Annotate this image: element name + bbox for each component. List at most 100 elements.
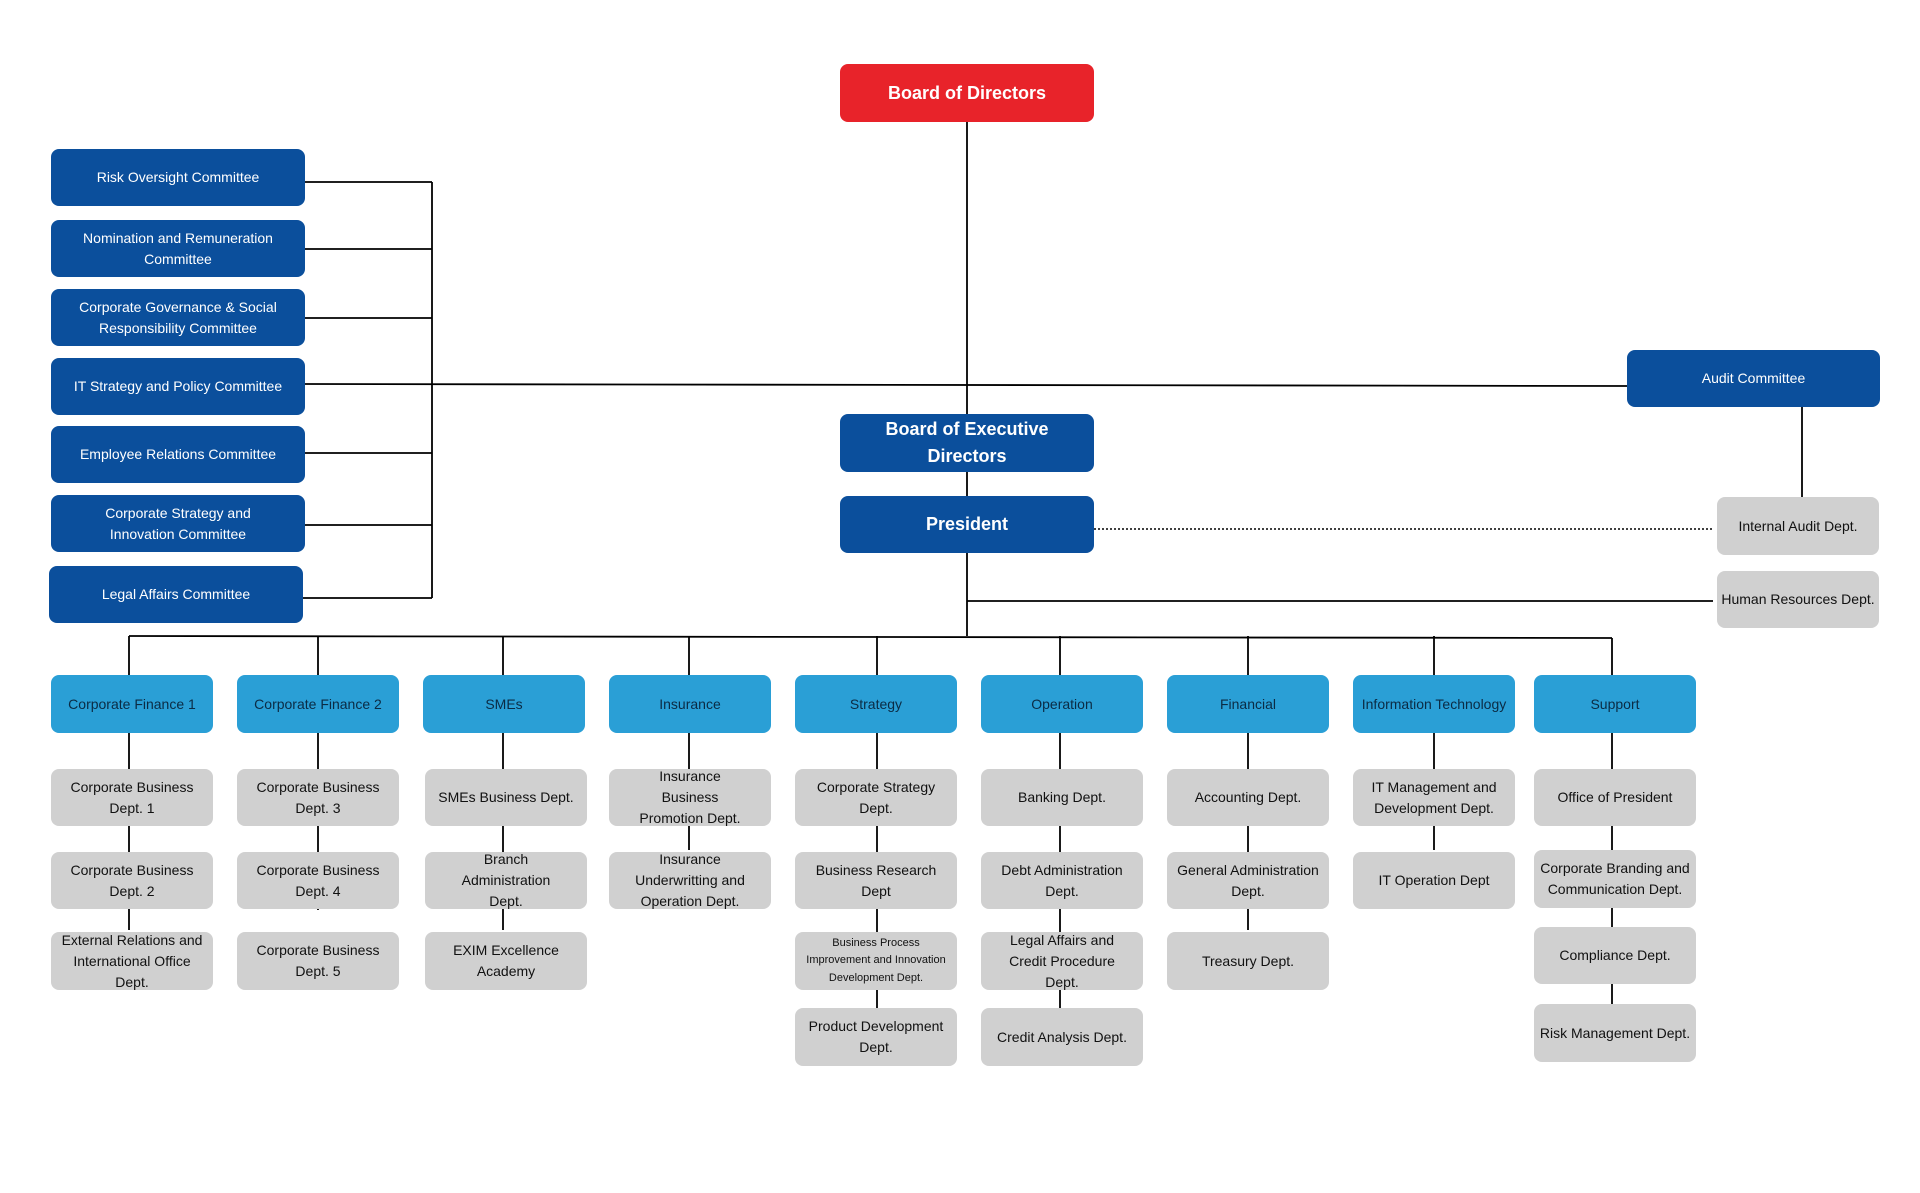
dept-label: Compliance Dept. <box>1559 947 1671 963</box>
dept-box: Banking Dept. <box>981 769 1143 826</box>
dept-box: Business Process Improvement and Innovat… <box>795 932 957 990</box>
dept-box: Product Development Dept. <box>795 1008 957 1066</box>
committee-risk-oversight: Risk Oversight Committee <box>51 149 305 206</box>
dept-label: Internal Audit Dept. <box>1738 517 1858 534</box>
group-label: Strategy <box>849 695 903 712</box>
dept-label: Accounting Dept. <box>1194 789 1302 805</box>
dept-box: Insurance Underwritting and Operation De… <box>609 851 771 909</box>
dept-label: Risk Management Dept. <box>1539 1024 1691 1041</box>
group-corporate-finance-2: Corporate Finance 2 <box>237 675 399 733</box>
committee-label: Corporate Strategy and Innovation Commit… <box>105 504 251 542</box>
dept-label: Treasury Dept. <box>1201 952 1295 969</box>
group-operation: Operation <box>981 675 1143 733</box>
dept-label: IT Management and Development Dept. <box>1371 778 1497 816</box>
dept-label: Branch Administration Dept. <box>461 851 551 909</box>
dept-box: EXIM Excellence Academy <box>425 932 587 990</box>
dept-box: General Administration Dept. <box>1167 852 1329 909</box>
internal-audit-dept-box: Internal Audit Dept. <box>1717 497 1879 555</box>
dept-label: Corporate Business Dept. 5 <box>256 942 380 979</box>
dept-box: Corporate Business Dept. 5 <box>237 932 399 990</box>
dept-box: Branch Administration Dept. <box>425 851 587 909</box>
dept-label: Banking Dept. <box>1018 789 1106 805</box>
dept-label: Office of President <box>1557 789 1673 805</box>
dept-box: Business Research Dept <box>795 852 957 909</box>
committee-label: Risk Oversight Committee <box>96 169 260 185</box>
committee-legal-affairs: Legal Affairs Committee <box>49 566 303 623</box>
group-label: Support <box>1590 695 1640 712</box>
board-of-directors-box: Board of Directors <box>840 64 1094 122</box>
committee-label: Corporate Governance & Social Responsibi… <box>79 298 277 336</box>
dept-box: External Relations and International Off… <box>51 932 213 990</box>
dept-box: IT Management and Development Dept. <box>1353 769 1515 826</box>
president-box: President <box>840 496 1094 553</box>
dept-box: Treasury Dept. <box>1167 932 1329 990</box>
dept-label: Corporate Branding and Communication Dep… <box>1540 860 1690 897</box>
dept-label: Credit Analysis Dept. <box>997 1028 1127 1045</box>
dept-label: Corporate Business Dept. 2 <box>70 861 194 899</box>
dept-box: Office of President <box>1534 769 1696 826</box>
dept-box: SMEs Business Dept. <box>425 769 587 826</box>
dept-label: IT Operation Dept <box>1378 872 1490 888</box>
group-strategy: Strategy <box>795 675 957 733</box>
dept-box: Risk Management Dept. <box>1534 1004 1696 1062</box>
dept-box: Credit Analysis Dept. <box>981 1008 1143 1066</box>
group-label: Information Technology <box>1361 695 1507 712</box>
dept-label: External Relations and International Off… <box>61 931 203 990</box>
dept-box: Corporate Strategy Dept. <box>795 769 957 826</box>
board-of-executive-directors-box: Board of Executive Directors <box>840 414 1094 472</box>
dept-box: Corporate Business Dept. 3 <box>237 769 399 826</box>
board-of-executive-directors-label: Board of Executive Directors <box>885 419 1049 466</box>
group-smes: SMEs <box>423 675 585 733</box>
president-label: President <box>925 514 1009 534</box>
group-label: Corporate Finance 1 <box>68 695 196 712</box>
board-of-directors-label: Board of Directors <box>887 82 1047 103</box>
dept-box: Accounting Dept. <box>1167 769 1329 826</box>
committee-label: Legal Affairs Committee <box>101 586 251 602</box>
group-label: Corporate Finance 2 <box>254 695 382 712</box>
dept-label: Business Process Improvement and Innovat… <box>806 936 946 984</box>
committee-label: Nomination and Remuneration Committee <box>83 229 273 267</box>
dept-label: EXIM Excellence Academy <box>453 942 559 979</box>
committee-corporate-governance: Corporate Governance & Social Responsibi… <box>51 289 305 346</box>
group-information-technology: Information Technology <box>1353 675 1515 733</box>
dept-label: General Administration Dept. <box>1177 861 1319 899</box>
committee-nomination-remuneration: Nomination and Remuneration Committee <box>51 220 305 277</box>
audit-committee-box: Audit Committee <box>1627 350 1880 407</box>
group-financial: Financial <box>1167 675 1329 733</box>
dept-label: Business Research Dept <box>815 861 937 899</box>
dept-label: Corporate Business Dept. 4 <box>256 861 380 899</box>
dept-label: SMEs Business Dept. <box>438 789 574 805</box>
committee-employee-relations: Employee Relations Committee <box>51 426 305 483</box>
dept-box: Legal Affairs and Credit Procedure Dept. <box>981 932 1143 990</box>
group-corporate-finance-1: Corporate Finance 1 <box>51 675 213 733</box>
group-label: Operation <box>1031 695 1093 712</box>
dept-label: Insurance Underwritting and Operation De… <box>635 851 745 909</box>
group-label: Insurance <box>659 695 721 712</box>
dept-label: Insurance Business Promotion Dept. <box>639 768 741 826</box>
dept-box: Corporate Business Dept. 1 <box>51 769 213 826</box>
dept-label: Human Resources Dept. <box>1721 591 1875 607</box>
dept-label: Corporate Business Dept. 3 <box>256 778 380 816</box>
dept-box: Corporate Business Dept. 2 <box>51 852 213 909</box>
dept-label: Legal Affairs and Credit Procedure Dept. <box>1009 931 1115 990</box>
group-support: Support <box>1534 675 1696 733</box>
dept-box: Compliance Dept. <box>1534 927 1696 984</box>
dept-box: IT Operation Dept <box>1353 852 1515 909</box>
group-label: Financial <box>1219 695 1277 712</box>
dept-label: Corporate Strategy Dept. <box>816 778 936 816</box>
dept-box: Corporate Branding and Communication Dep… <box>1534 850 1696 908</box>
group-insurance: Insurance <box>609 675 771 733</box>
committee-it-strategy-policy: IT Strategy and Policy Committee <box>51 358 305 415</box>
committee-corporate-strategy-innovation: Corporate Strategy and Innovation Commit… <box>51 495 305 552</box>
dept-box: Debt Administration Dept. <box>981 852 1143 909</box>
human-resources-dept-box: Human Resources Dept. <box>1717 571 1879 628</box>
dept-label: Product Development Dept. <box>808 1018 944 1055</box>
dept-box: Insurance Business Promotion Dept. <box>609 768 771 826</box>
committee-label: IT Strategy and Policy Committee <box>73 378 283 394</box>
dept-label: Corporate Business Dept. 1 <box>70 778 194 816</box>
group-label: SMEs <box>485 695 523 712</box>
audit-committee-label: Audit Committee <box>1701 370 1806 386</box>
committee-label: Employee Relations Committee <box>79 446 277 462</box>
dept-label: Debt Administration Dept. <box>1001 861 1123 899</box>
dept-box: Corporate Business Dept. 4 <box>237 852 399 909</box>
